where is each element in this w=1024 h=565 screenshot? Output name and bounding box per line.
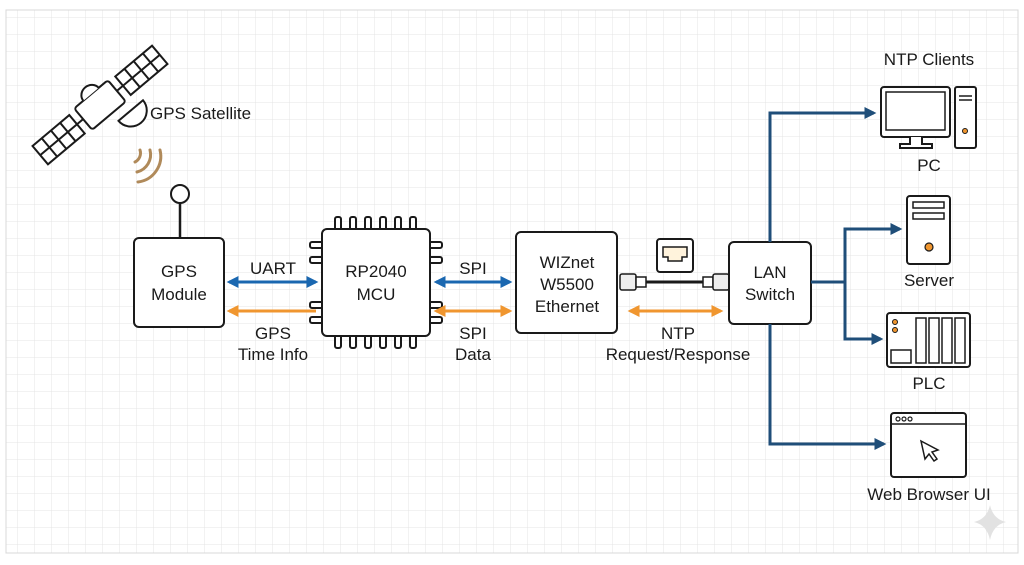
svg-text:Switch: Switch bbox=[745, 285, 795, 304]
pc-label: PC bbox=[917, 156, 941, 175]
ntp-label-2: Request/Response bbox=[606, 345, 751, 364]
pc-icon bbox=[880, 86, 977, 149]
antenna-icon bbox=[170, 184, 190, 238]
svg-text:Module: Module bbox=[151, 285, 207, 304]
satellite-label: GPS Satellite bbox=[150, 104, 251, 123]
spi-data-label: SPI bbox=[459, 324, 486, 343]
gps-module-block: GPS Module bbox=[133, 237, 225, 328]
svg-text:RP2040: RP2040 bbox=[345, 262, 406, 281]
browser-label: Web Browser UI bbox=[867, 485, 990, 504]
ntp-clients-title: NTP Clients bbox=[884, 50, 974, 69]
gps-time-label-2: Time Info bbox=[238, 345, 308, 364]
svg-text:MCU: MCU bbox=[357, 285, 396, 304]
svg-text:W5500: W5500 bbox=[540, 275, 594, 294]
server-label: Server bbox=[904, 271, 954, 290]
svg-text:Ethernet: Ethernet bbox=[535, 297, 600, 316]
cursor-icon bbox=[919, 439, 940, 463]
plc-label: PLC bbox=[912, 374, 945, 393]
lan-switch-block: LAN Switch bbox=[728, 241, 812, 325]
server-icon bbox=[906, 195, 951, 265]
svg-text:GPS: GPS bbox=[161, 262, 197, 281]
uart-label: UART bbox=[250, 259, 296, 278]
gps-time-label: GPS bbox=[255, 324, 291, 343]
spi-label: SPI bbox=[459, 259, 486, 278]
network-links bbox=[768, 107, 903, 450]
browser-icon bbox=[890, 412, 967, 478]
rj45-port-icon bbox=[656, 238, 694, 273]
sparkle-watermark-icon bbox=[974, 505, 1006, 540]
plc-icon bbox=[886, 312, 971, 368]
satellite-icon bbox=[31, 44, 169, 166]
svg-text:LAN: LAN bbox=[753, 263, 786, 282]
signal-waves-icon bbox=[133, 148, 163, 184]
spi-data-label-2: Data bbox=[455, 345, 491, 364]
w5500-ethernet-block: WIZnet W5500 Ethernet bbox=[515, 231, 618, 334]
svg-text:WIZnet: WIZnet bbox=[540, 253, 595, 272]
ntp-label: NTP bbox=[661, 324, 695, 343]
rp2040-mcu-block: RP2040 MCU bbox=[309, 216, 443, 349]
